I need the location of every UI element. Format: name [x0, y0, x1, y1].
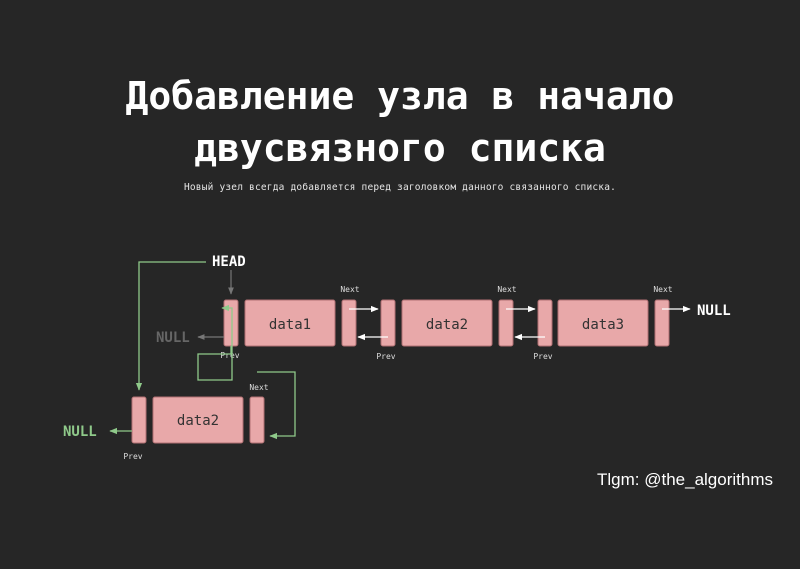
node1-prev-to-new-arrow [197, 304, 233, 381]
new-node-next-cell [249, 396, 265, 444]
node-3-label: data3 [582, 317, 624, 333]
new-node-prev-cell [131, 396, 147, 444]
credit-text: Tlgm: @the_algorithms [597, 470, 773, 489]
null-new-prev-label: NULL [63, 424, 97, 440]
title-line-2: двусвязного списка [194, 126, 606, 170]
node-3-prev-cell [537, 299, 553, 347]
null-right-label: NULL [697, 303, 731, 319]
head-to-new-node-arrow [135, 261, 206, 391]
prev-label-2: Prev [376, 352, 395, 361]
node-2-prev-cell [380, 299, 396, 347]
subtitle: Новый узел всегда добавляется перед заго… [183, 182, 617, 193]
new-node-data-cell [152, 396, 244, 444]
node-2-next-cell [498, 299, 514, 347]
new-node-label: data2 [177, 413, 219, 429]
next-label-3: Next [653, 285, 672, 294]
new-next-to-node1-arrow [257, 371, 296, 440]
next-label-1: Next [340, 285, 359, 294]
head-label: HEAD [212, 254, 246, 270]
prev-label-1: Prev [220, 351, 239, 360]
next-label-new: Next [249, 383, 268, 392]
prev-label-3: Prev [533, 352, 552, 361]
node-2-data-cell [401, 299, 493, 347]
new-node [131, 396, 265, 444]
node-3-next-cell [654, 299, 670, 347]
prev-label-new: Prev [123, 452, 142, 461]
node-3-data-cell [557, 299, 649, 347]
node-3 [537, 299, 670, 347]
node-1-prev-cell [223, 299, 239, 347]
node-1 [223, 299, 357, 347]
node-1-label: data1 [269, 317, 311, 333]
next-label-2: Next [497, 285, 516, 294]
null-old-prev-label: NULL [156, 330, 190, 346]
node-1-data-cell [244, 299, 336, 347]
node-2-label: data2 [426, 317, 468, 333]
node-2 [380, 299, 514, 347]
page-title: Добавление узла в начало двусвязного спи… [0, 70, 800, 174]
node-1-next-cell [341, 299, 357, 347]
title-line-1: Добавление узла в начало [125, 74, 675, 118]
